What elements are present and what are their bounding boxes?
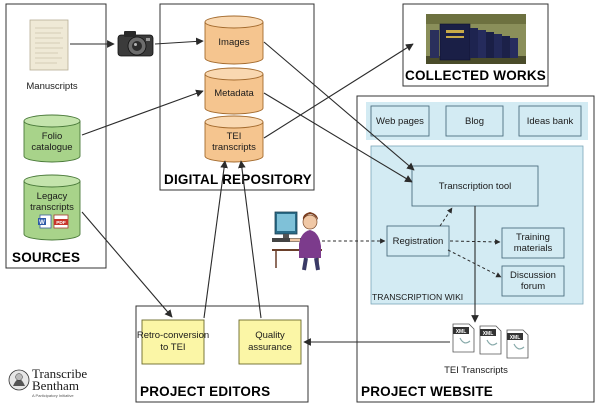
images-label: Images [218,37,249,48]
tei-transcripts-cylinder: TEI transcripts [204,115,264,163]
logo-line2: Bentham [32,378,79,393]
user-at-computer-icon [272,211,322,271]
arrow-legacy-to-retro [81,211,173,318]
word-document-icon: W [38,214,52,229]
folio-catalogue-label-line1: Folio [42,131,63,142]
quality-assurance-label-line2: assurance [248,342,292,353]
quality-assurance-label-line1: Quality [255,330,285,341]
blog-label: Blog [465,116,484,127]
xml-document-icon: XML [452,323,475,353]
logo-tagline: A Participatory Initiative [32,393,74,398]
quality-assurance-box: Quality assurance [238,319,302,365]
digital-repository-title: DIGITAL REPOSITORY [164,172,312,187]
training-materials-label-line1: Training [516,232,550,243]
sources-title: SOURCES [12,250,80,265]
blog-box: Blog [445,105,504,137]
discussion-forum-label-line2: forum [521,281,545,292]
camera-icon [117,31,154,57]
tei-transcripts-output-label: TEI Transcripts [444,365,508,376]
legacy-transcripts-label-line2: transcripts [30,202,74,213]
legacy-transcripts-cylinder: Legacy transcripts [23,174,81,241]
arrow-registration-to-training [449,239,501,245]
pdf-document-icon: PDF [53,214,69,229]
arrow-camera-to-images [154,37,204,46]
collected-works-title: COLLECTED WORKS [405,68,546,83]
images-cylinder: Images [204,15,264,65]
training-materials-label-line2: materials [514,243,553,254]
ideas-bank-box: Ideas bank [518,105,582,137]
arrow-retro-to-tei [203,160,228,319]
xml-badge-2: XML [483,331,494,337]
legacy-transcripts-label-line1: Legacy [37,191,68,202]
pdf-badge: PDF [56,220,66,226]
web-pages-label: Web pages [376,116,424,127]
retro-conversion-label-line2: to TEI [160,342,185,353]
tei-transcripts-label-line1: TEI [227,131,242,142]
retro-conversion-label-line1: Retro-conversion [137,330,209,341]
discussion-forum-box: Discussion forum [501,265,565,297]
project-editors-title: PROJECT EDITORS [140,384,270,399]
xml-badge-1: XML [456,329,467,335]
registration-box: Registration [386,225,450,257]
arrow-folio-to-metadata [81,89,204,136]
transcription-wiki-title: TRANSCRIPTION WIKI [372,292,463,302]
folio-catalogue-label-line2: catalogue [31,142,72,153]
folio-catalogue-cylinder: Folio catalogue [23,114,81,163]
transcription-tool-label: Transcription tool [439,181,512,192]
svg-text:W: W [39,220,45,226]
arrow-tei-to-collected [263,43,414,139]
manuscripts-label: Manuscripts [26,81,77,92]
arrow-quality-to-tei [238,160,262,319]
retro-conversion-box: Retro-conversion to TEI [137,319,209,365]
tei-transcripts-label-line2: transcripts [212,142,256,153]
ideas-bank-label: Ideas bank [527,116,574,127]
project-website-title: PROJECT WEBSITE [361,384,493,399]
manuscript-photo [29,19,69,71]
books-photo [426,14,526,64]
xml-badge-3: XML [510,335,521,341]
metadata-cylinder: Metadata [204,67,264,115]
bentham-portrait-icon [8,369,30,391]
discussion-forum-label-line1: Discussion [510,270,556,281]
xml-document-icon: XML [506,329,529,359]
logo-line1: Transcribe [32,366,87,381]
web-pages-box: Web pages [370,105,430,137]
arrow-images-to-tool [263,41,415,171]
arrow-metadata-to-tool [263,92,413,183]
training-materials-box: Training materials [501,227,565,259]
arrow-registration-to-discussion [447,249,502,278]
transcription-tool-box: Transcription tool [411,165,539,207]
xml-document-icon: XML [479,325,502,355]
metadata-label: Metadata [214,88,254,99]
registration-label: Registration [393,236,444,247]
arrow-registration-to-tool [439,207,453,227]
